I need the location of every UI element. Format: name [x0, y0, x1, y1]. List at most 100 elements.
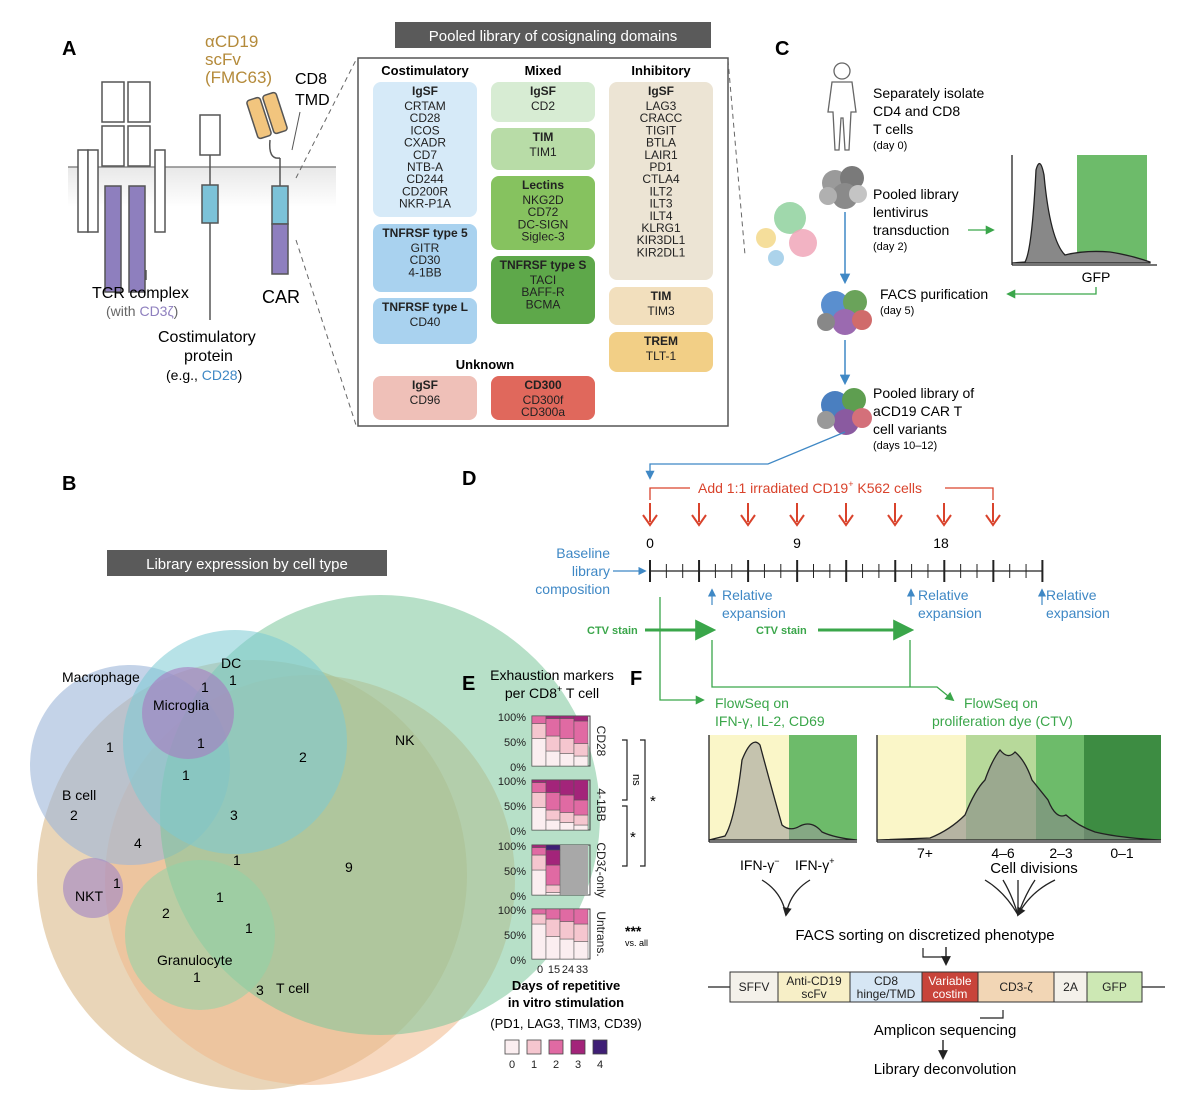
venn-granulocyte [125, 860, 275, 1010]
timeline-axis [649, 560, 1044, 582]
exhaustion-stacked-bars: 100%50%0%CD28100%50%0%4-1BB100%50%0%CD3ζ… [498, 712, 608, 976]
tcr-with-label: (with CD3ζ) [106, 303, 178, 319]
stack-segment [531, 869, 547, 896]
scfv-label-1: αCD19 [205, 32, 258, 51]
group-item: 4-1BB [408, 265, 441, 279]
group-box [373, 298, 477, 344]
amplicon-label: Amplicon sequencing [874, 1022, 1017, 1039]
group-item: CXADR [404, 136, 446, 150]
relative-expansion-1: Relative expansion [707, 587, 786, 621]
div-label-4to6: 4–6 [991, 845, 1015, 861]
step4-day: (days 10–12) [873, 440, 937, 452]
venn-label-tcell: T cell [276, 980, 309, 996]
stack-segment [573, 779, 589, 801]
group-item: CD2 [531, 99, 555, 113]
ifn-histogram [708, 735, 858, 843]
stack-segment [531, 738, 547, 767]
venn-count-dc-nk-b-t: 3 [230, 807, 238, 823]
div-label-2to3: 2–3 [1049, 845, 1073, 861]
group-item: CD96 [410, 393, 441, 407]
construct-label: CD8 [874, 974, 898, 988]
svg-text:Relative: Relative [1046, 587, 1097, 603]
gfp-histogram: GFP [1006, 155, 1157, 299]
group-header: TREM [644, 334, 678, 348]
red-arrow-head [936, 514, 952, 527]
stack-segment [559, 718, 575, 739]
stack-segment [531, 923, 547, 960]
legend-label: 4 [597, 1059, 603, 1071]
group-item: ILT3 [649, 197, 672, 211]
y-tick-label: 100% [498, 841, 526, 853]
stack-group-1: 100%50%0%4-1BB [498, 776, 608, 838]
red-arrow-head [642, 514, 658, 527]
relative-expansion-2: Relative expansion [906, 587, 982, 621]
venn-label-bcell: B cell [62, 787, 96, 803]
legend-label: 3 [575, 1059, 581, 1071]
venn-label-macrophage: Macrophage [62, 669, 140, 685]
tick-label-9: 9 [793, 535, 801, 551]
library-group-costim-igsf: IgSFCRTAMCD28ICOSCXADRCD7NTB-ACD244CD200… [373, 82, 477, 217]
group-header: IgSF [412, 378, 438, 392]
construct-label: Anti-CD19 [786, 974, 842, 988]
costim-protein-shape [199, 114, 221, 320]
group-box [491, 82, 595, 122]
col-costim-header: Costimulatory [381, 63, 469, 78]
group-box [373, 224, 477, 292]
group-box [373, 82, 477, 217]
group-item: TIGIT [646, 123, 677, 137]
relative-expansion-3: Relative expansion [1037, 587, 1110, 621]
svg-text:Relative: Relative [722, 587, 773, 603]
e-xlabel-line2: in vitro stimulation [508, 995, 624, 1010]
group-box [491, 128, 595, 170]
step2-line1: Pooled library [873, 186, 959, 202]
sig-star-2: * [630, 829, 636, 846]
panel-a: A αCD19 scFv [62, 32, 357, 426]
stack-segment [545, 892, 561, 896]
step2-day: (day 2) [873, 241, 907, 253]
div-label-7plus: 7+ [917, 845, 933, 861]
venn-count-nk-b-t: 1 [233, 852, 241, 868]
venn-label-dc: DC [221, 655, 241, 671]
venn-title-bar [107, 550, 387, 576]
venn-count-gran: 1 [193, 969, 201, 985]
red-arrow-head [740, 514, 756, 527]
unknown-header: Unknown [456, 357, 515, 372]
y-tick-label: 0% [510, 955, 526, 967]
construct-label: GFP [1102, 980, 1127, 994]
venn-count-nk: 9 [345, 859, 353, 875]
construct-segment [1086, 971, 1143, 1003]
stack-segment [559, 738, 575, 754]
red-arrow-head [985, 514, 1001, 527]
stack-segment [531, 723, 547, 739]
stack-segment [545, 884, 561, 893]
library-title-bar [395, 22, 711, 48]
legend-swatch [570, 1039, 586, 1055]
x-tick-label: 0 [537, 964, 543, 976]
group-header: TNFRSF type 5 [382, 226, 468, 240]
no-data-block [560, 845, 588, 895]
to-timeline-arrow [645, 431, 846, 480]
tick-label-18: 18 [933, 535, 949, 551]
stack-segment [559, 812, 575, 823]
library-group-inhib-igsf: IgSFLAG3CRACCTIGITBTLALAIR1PD1CTLA4ILT2I… [609, 82, 713, 280]
facs-sorting-label: FACS sorting on discretized phenotype [795, 927, 1054, 944]
cell-cluster-icon-1 [819, 166, 867, 209]
group-item: DC-SIGN [518, 217, 569, 231]
cell-divisions-label: Cell divisions [990, 860, 1078, 877]
group-box [373, 376, 477, 420]
construct-label: hinge/TMD [857, 987, 916, 1001]
stack-segment [545, 735, 561, 752]
x-tick-label: 24 [562, 964, 574, 976]
legend-swatch [592, 1039, 608, 1055]
stack-segment [545, 936, 561, 960]
step4-line1: Pooled library of [873, 385, 974, 401]
tcr-complex-label: TCR complex [92, 285, 189, 302]
